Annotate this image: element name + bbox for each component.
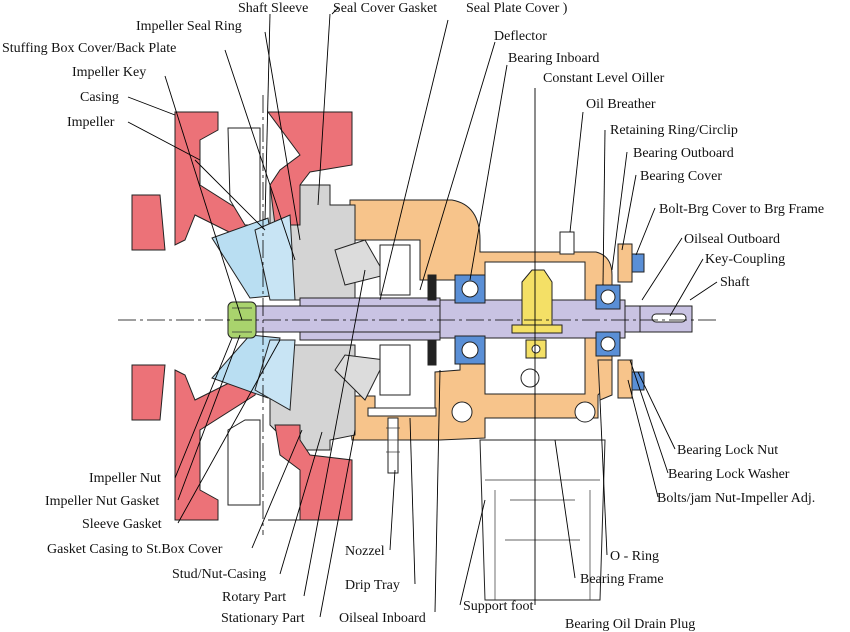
label-stuffing-box-cover: Stuffing Box Cover/Back Plate [2, 41, 176, 56]
label-bolt-brg-cover: Bolt-Brg Cover to Brg Frame [659, 202, 824, 217]
label-drip-tray: Drip Tray [345, 578, 400, 593]
label-bearing-outboard: Bearing Outboard [633, 146, 734, 161]
label-seal-plate-cover: Seal Plate Cover ) [466, 1, 568, 16]
support-foot-part [479, 439, 606, 601]
label-retaining-ring: Retaining Ring/Circlip [610, 123, 738, 138]
labels: Shaft Sleeve Seal Cover Gasket Seal Plat… [2, 1, 824, 632]
label-casing: Casing [80, 90, 119, 105]
oil-ring-part [511, 269, 563, 359]
label-rotary-part: Rotary Part [222, 590, 286, 605]
label-bolts-jam-nut: Bolts/jam Nut-Impeller Adj. [657, 491, 815, 506]
label-shaft: Shaft [720, 275, 750, 290]
leader-lines [127, 7, 718, 618]
pump-drawing [118, 95, 720, 601]
seal-components [379, 244, 437, 396]
label-stationary-part: Stationary Part [221, 611, 305, 626]
label-impeller-nut: Impeller Nut [89, 471, 161, 486]
label-oilseal-inboard: Oilseal Inboard [339, 611, 426, 626]
label-stud-nut-casing: Stud/Nut-Casing [172, 567, 266, 582]
label-sleeve-gasket: Sleeve Gasket [82, 517, 162, 532]
label-bearing-inboard: Bearing Inboard [508, 51, 599, 66]
label-constant-level-oiller: Constant Level Oiller [543, 71, 665, 86]
label-oil-breather: Oil Breather [586, 97, 656, 112]
label-oilseal-outboard: Oilseal Outboard [684, 232, 780, 247]
label-key-coupling: Key-Coupling [705, 252, 785, 267]
label-seal-cover-gasket: Seal Cover Gasket [333, 1, 437, 16]
shaft-part [244, 297, 693, 341]
label-bearing-lock-washer: Bearing Lock Washer [668, 467, 790, 482]
bearing-cover-part [451, 231, 645, 423]
stationary-parts [269, 184, 386, 451]
drip-tray-part [367, 407, 437, 474]
label-bearing-oil-drain-plug: Bearing Oil Drain Plug [565, 617, 695, 632]
label-deflector: Deflector [494, 29, 547, 44]
casing-part [131, 111, 353, 521]
center-lines [118, 95, 720, 535]
label-impeller-seal-ring: Impeller Seal Ring [136, 19, 242, 34]
label-nozzel: Nozzel [345, 544, 385, 559]
bearings [454, 274, 621, 365]
label-support-foot: Support foot [463, 599, 534, 614]
label-impeller: Impeller [67, 115, 115, 130]
label-impeller-nut-gasket: Impeller Nut Gasket [45, 494, 159, 509]
label-bearing-frame: Bearing Frame [580, 572, 664, 587]
label-shaft-sleeve: Shaft Sleeve [238, 1, 308, 16]
label-impeller-key: Impeller Key [72, 65, 146, 80]
label-o-ring: O - Ring [610, 549, 659, 564]
label-bearing-cover: Bearing Cover [640, 169, 722, 184]
label-gasket-casing: Gasket Casing to St.Box Cover [47, 542, 223, 557]
label-bearing-lock-nut: Bearing Lock Nut [677, 443, 778, 458]
